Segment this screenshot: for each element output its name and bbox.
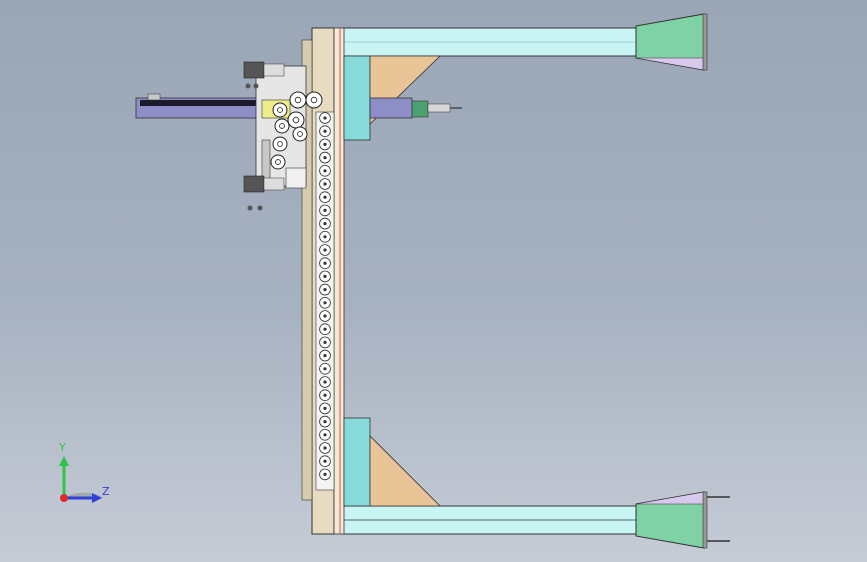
roller-hub — [323, 169, 327, 173]
roller-hub — [323, 420, 327, 424]
gear-wheel — [274, 118, 290, 134]
roller-hub — [323, 393, 327, 397]
gear-hub — [277, 141, 283, 147]
roller-hub — [323, 261, 327, 265]
roller-hub — [323, 208, 327, 212]
triad-arrows — [59, 456, 104, 503]
roller-hub — [323, 459, 327, 463]
gear-hub — [294, 96, 302, 104]
gear-wheel — [270, 154, 286, 170]
gear-wheel — [272, 102, 288, 118]
gear-wheel — [305, 91, 323, 109]
roller-hub — [323, 406, 327, 410]
axis-triad: Y Z — [48, 442, 118, 512]
gear-wheel — [287, 111, 305, 129]
roller-hub — [323, 274, 327, 278]
roller-hub — [323, 182, 327, 186]
bottom-beam[interactable] — [341, 491, 730, 549]
top-beam[interactable] — [341, 13, 708, 71]
triad-z-label: Z — [102, 485, 110, 498]
gear-hub — [279, 123, 285, 129]
roller-hub — [323, 248, 327, 252]
lower-bracket[interactable] — [343, 417, 441, 507]
roller-chain[interactable] — [315, 111, 335, 491]
roller-hub — [323, 433, 327, 437]
roller-hub — [323, 195, 327, 199]
roller-hub — [323, 235, 327, 239]
roller-hub — [323, 472, 327, 476]
gear-wheel — [289, 91, 307, 109]
roller-hub — [323, 142, 327, 146]
roller-hub — [323, 367, 327, 371]
gear-cluster[interactable] — [270, 91, 323, 170]
roller-hub — [323, 222, 327, 226]
gear-hub — [297, 131, 303, 137]
roller-hub — [323, 314, 327, 318]
roller-hub — [323, 288, 327, 292]
gear-hub — [310, 96, 318, 104]
roller-hub — [323, 156, 327, 160]
roller-hub — [323, 380, 327, 384]
gear-wheel — [292, 126, 308, 142]
lower-motor[interactable] — [243, 175, 285, 211]
roller-hub — [323, 116, 327, 120]
gear-hub — [292, 116, 300, 124]
roller-hub — [323, 446, 327, 450]
roller-hub — [323, 327, 327, 331]
linear-rail[interactable] — [135, 93, 267, 119]
triad-y-label: Y — [59, 441, 66, 454]
gear-hub — [277, 107, 283, 113]
roller-hub — [323, 129, 327, 133]
right-actuator[interactable] — [369, 97, 462, 119]
roller-hub — [323, 354, 327, 358]
gear-wheel — [272, 136, 288, 152]
gear-hub — [275, 159, 281, 165]
roller-hub — [323, 301, 327, 305]
roller-hub — [323, 340, 327, 344]
upper-motor[interactable] — [243, 61, 285, 89]
